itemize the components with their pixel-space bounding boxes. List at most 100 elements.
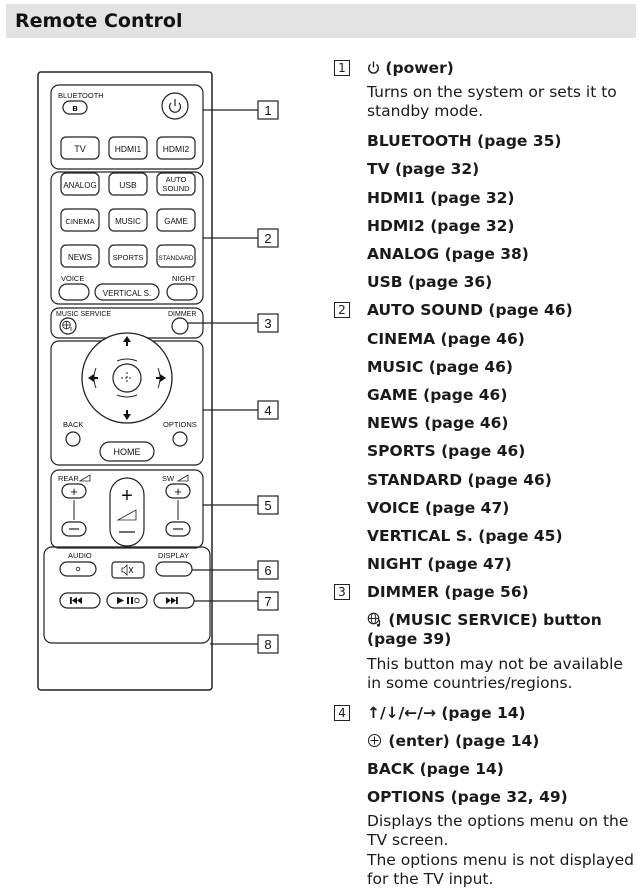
power-heading: (power) — [367, 54, 638, 82]
home-label: HOME — [114, 447, 141, 457]
dimmer-label: DIMMER — [168, 311, 196, 318]
back-button[interactable] — [65, 431, 81, 447]
page-title: Remote Control — [6, 4, 636, 38]
rear-level-icon — [78, 474, 91, 482]
vertical-s-button[interactable] — [94, 283, 160, 301]
arrow-up-icon — [123, 336, 131, 346]
dpad-down-mark — [116, 394, 138, 398]
desc-vertical-s: VERTICAL S. (page 45) — [367, 527, 563, 546]
music-label: MUSIC — [115, 217, 141, 226]
power-icon-inline — [368, 61, 379, 74]
desc-hdmi2: HDMI2 (page 32) — [367, 216, 515, 235]
callout-4: 4 — [264, 403, 271, 418]
rear-label: REAR — [58, 474, 79, 483]
desc-group-2: 2 AUTO SOUND (page 46) CINEMA (page 46) … — [334, 296, 638, 578]
hdmi2-button[interactable] — [156, 136, 196, 160]
enter-icon-inline — [368, 733, 381, 747]
desc-music-service: (MUSIC SERVICE) button (page 39) — [367, 607, 638, 654]
desc-group-4: 4 ↑/↓/←/→ (page 14) (enter) (page 14) BA… — [334, 699, 638, 895]
bluetooth-button[interactable] — [62, 100, 88, 115]
volume-rocker[interactable] — [109, 477, 145, 547]
tv-button[interactable] — [60, 136, 100, 160]
music-service-icon-inline — [367, 612, 381, 627]
auto-sound-label-2: SOUND — [162, 184, 190, 193]
power-heading-text: (power) — [385, 59, 454, 77]
standard-button[interactable] — [156, 244, 196, 268]
desc-options-note-2: The options menu is not displayed for th… — [367, 851, 635, 889]
desc-voice: VOICE (page 47) — [367, 498, 510, 517]
power-description: Turns on the system or sets it to standb… — [367, 83, 617, 121]
vertical-s-label: VERTICAL S. — [103, 289, 151, 298]
play-pause-icon — [117, 597, 140, 604]
game-button[interactable] — [156, 208, 196, 232]
group-outline-8 — [43, 546, 211, 644]
tv-label: TV — [74, 144, 86, 154]
mute-button[interactable] — [111, 561, 145, 579]
bluetooth-icon: ʙ — [72, 103, 78, 113]
enter-icon — [121, 372, 133, 384]
desc-cinema: CINEMA (page 46) — [367, 329, 525, 348]
night-button[interactable] — [166, 283, 198, 301]
desc-options: OPTIONS (page 32, 49) — [367, 788, 568, 807]
hdmi1-label: HDMI1 — [115, 144, 142, 154]
desc-standard: STANDARD (page 46) — [367, 470, 552, 489]
news-button[interactable] — [60, 244, 100, 268]
arrow-right-icon — [156, 374, 166, 382]
remote-illustration: BLUETOOTH ʙ TV HDMI1 HDMI2 ANALOG USB AU… — [37, 71, 279, 691]
desc-music-service-note: This button may not be available in some… — [367, 654, 623, 692]
desc-usb: USB (page 36) — [367, 273, 493, 292]
voice-button[interactable] — [58, 283, 90, 301]
music-button[interactable] — [108, 208, 148, 232]
group-outline-5 — [50, 469, 204, 549]
previous-icon — [70, 597, 82, 604]
desc-auto-sound: AUTO SOUND (page 46) — [367, 301, 573, 320]
mute-icon — [121, 564, 134, 576]
rear-plus-button[interactable] — [61, 483, 87, 499]
audio-button[interactable] — [59, 561, 97, 577]
options-button[interactable] — [172, 431, 188, 447]
analog-button[interactable] — [60, 172, 100, 196]
dimmer-button[interactable] — [171, 317, 189, 335]
group-outline-1 — [50, 84, 204, 170]
sw-plus-button[interactable] — [165, 483, 191, 499]
arrow-down-icon — [123, 410, 131, 420]
usb-button[interactable] — [108, 172, 148, 196]
music-service-icon — [62, 320, 72, 331]
desc-hdmi1: HDMI1 (page 32) — [367, 188, 515, 207]
cinema-label: CINEMA — [65, 217, 94, 226]
night-label: NIGHT — [172, 274, 196, 283]
music-service-button[interactable] — [59, 317, 77, 335]
display-button[interactable] — [155, 561, 193, 577]
audio-dot-icon — [75, 566, 81, 572]
desc-group-3: 3 DIMMER (page 56) (MUSIC SERVICE) butto… — [334, 578, 638, 698]
hdmi2-label: HDMI2 — [163, 144, 190, 154]
volume-level-icon — [116, 509, 137, 521]
desc-night: NIGHT (page 47) — [367, 555, 512, 574]
analog-label: ANALOG — [63, 181, 96, 190]
desc-enter: (enter) (page 14) — [367, 727, 638, 755]
callout-6: 6 — [264, 563, 271, 578]
audio-label: AUDIO — [68, 551, 92, 560]
arrow-left-icon — [88, 374, 98, 382]
button-descriptions: 1 (power) Turns on the system or sets it… — [334, 54, 638, 895]
cinema-button[interactable] — [60, 208, 100, 232]
usb-label: USB — [119, 180, 137, 190]
hdmi1-button[interactable] — [108, 136, 148, 160]
desc-game: GAME (page 46) — [367, 386, 508, 405]
home-button[interactable] — [99, 441, 155, 462]
auto-sound-label-1: AUTO — [166, 175, 187, 184]
auto-sound-button[interactable] — [156, 172, 196, 196]
desc-music: MUSIC (page 46) — [367, 357, 514, 376]
sw-label: SW — [162, 474, 175, 483]
volume-plus-icon: + — [121, 485, 133, 507]
music-service-label: MUSIC SERVICE — [56, 311, 111, 318]
desc-back: BACK (page 14) — [367, 760, 504, 779]
desc-num-4: 4 — [334, 704, 350, 721]
sports-button[interactable] — [108, 244, 148, 268]
next-icon — [166, 597, 178, 604]
options-label: OPTIONS — [163, 420, 197, 429]
sw-plus-icon: + — [174, 484, 182, 499]
desc-music-service-text: (MUSIC SERVICE) button (page 39) — [367, 610, 602, 648]
callout-1: 1 — [264, 103, 271, 118]
power-icon — [168, 99, 182, 113]
